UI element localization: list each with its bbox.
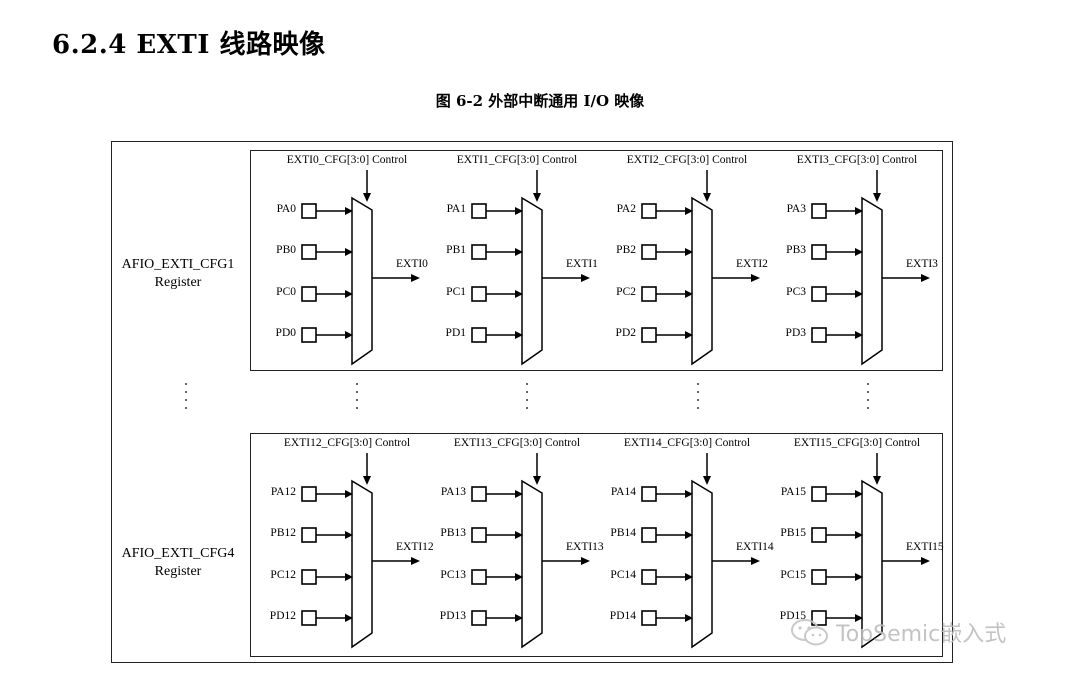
- register-suffix: Register: [154, 564, 202, 579]
- pin-label: PA12: [270, 486, 296, 498]
- pin-label: PA1: [446, 203, 466, 215]
- diagram-frame: [111, 141, 953, 663]
- figure-caption: 图 6-2 外部中断通用 I/O 映像: [435, 92, 645, 110]
- output-label: EXTI2: [736, 258, 768, 270]
- control-label: EXTI3_CFG[3:0] Control: [796, 154, 918, 166]
- ellipsis-dots: [695, 383, 701, 417]
- output-label: EXTI1: [566, 258, 598, 270]
- pin-label: PC3: [786, 286, 806, 298]
- pin-label: PB12: [270, 527, 296, 539]
- ellipsis-dots: [524, 383, 530, 417]
- register-suffix: Register: [154, 275, 202, 290]
- control-label: EXTI13_CFG[3:0] Control: [453, 437, 581, 449]
- pin-label: PB3: [786, 244, 806, 256]
- pin-label: PB1: [446, 244, 466, 256]
- control-label: EXTI14_CFG[3:0] Control: [623, 437, 751, 449]
- pin-label: PC12: [270, 569, 296, 581]
- pin-label: PB2: [616, 244, 636, 256]
- pin-label: PC13: [440, 569, 466, 581]
- mux-graphic: [641, 453, 760, 649]
- wechat-icon: [791, 619, 828, 646]
- register-label-cfg4: AFIO_EXTI_CFG4 Register: [108, 545, 248, 581]
- output-label: EXTI0: [396, 258, 428, 270]
- pin-label: PD13: [439, 610, 466, 622]
- pin-label: PB15: [780, 527, 806, 539]
- pin-label: PD15: [779, 610, 806, 622]
- mux-graphic: [811, 170, 930, 366]
- mux-graphic: [471, 453, 590, 649]
- pin-label: PB0: [276, 244, 296, 256]
- control-label: EXTI1_CFG[3:0] Control: [456, 154, 578, 166]
- pin-label: PC1: [446, 286, 466, 298]
- mux-graphic: [301, 453, 420, 649]
- mux-graphic: [471, 170, 590, 366]
- pin-label: PD12: [269, 610, 296, 622]
- register-label-cfg1: AFIO_EXTI_CFG1 Register: [108, 256, 248, 292]
- output-label: EXTI3: [906, 258, 938, 270]
- control-label: EXTI2_CFG[3:0] Control: [626, 154, 748, 166]
- pin-label: PD2: [615, 327, 636, 339]
- pin-label: PD3: [785, 327, 806, 339]
- pin-label: PA15: [780, 486, 806, 498]
- pin-label: PA14: [610, 486, 636, 498]
- pin-label: PA13: [440, 486, 466, 498]
- pin-label: PA3: [786, 203, 806, 215]
- register-name: AFIO_EXTI_CFG1: [121, 257, 235, 272]
- mux-graphic: [301, 170, 420, 366]
- control-label: EXTI12_CFG[3:0] Control: [283, 437, 411, 449]
- pin-label: PB14: [610, 527, 636, 539]
- output-label: EXTI14: [736, 541, 774, 553]
- pin-label: PC15: [780, 569, 806, 581]
- output-label: EXTI15: [906, 541, 944, 553]
- pin-label: PD1: [445, 327, 466, 339]
- mux-graphic: [641, 170, 760, 366]
- pin-label: PA0: [276, 203, 296, 215]
- control-label: EXTI15_CFG[3:0] Control: [793, 437, 921, 449]
- pin-label: PD14: [609, 610, 636, 622]
- pin-label: PC2: [616, 286, 636, 298]
- pin-label: PA2: [616, 203, 636, 215]
- ellipsis-dots: [183, 383, 189, 417]
- ellipsis-dots: [865, 383, 871, 417]
- register-name: AFIO_EXTI_CFG4: [121, 546, 235, 561]
- output-label: EXTI12: [396, 541, 434, 553]
- watermark: TopSemic嵌入式: [790, 616, 1006, 648]
- pin-label: PD0: [275, 327, 296, 339]
- mux-graphic: [811, 453, 930, 649]
- control-label: EXTI0_CFG[3:0] Control: [286, 154, 408, 166]
- ellipsis-dots: [354, 383, 360, 417]
- output-label: EXTI13: [566, 541, 604, 553]
- pin-label: PC0: [276, 286, 296, 298]
- section-heading: 6.2.4 EXTI 线路映像: [52, 30, 326, 60]
- pin-label: PC14: [610, 569, 636, 581]
- pin-label: PB13: [440, 527, 466, 539]
- watermark-text: TopSemic嵌入式: [836, 622, 1007, 647]
